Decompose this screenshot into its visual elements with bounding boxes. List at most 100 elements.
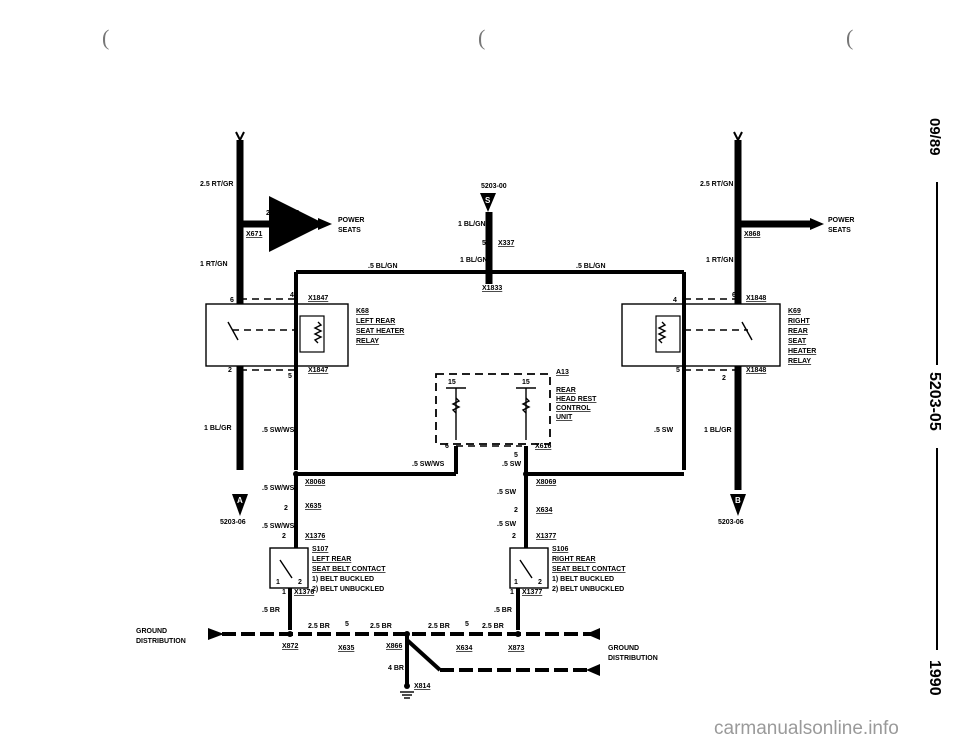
label-w-1rtgn-right: 1 RT/GN <box>706 257 734 264</box>
label-pin-1: 1 <box>276 579 280 586</box>
section-number: 5203-05 <box>926 372 943 431</box>
label-k69-1: K69 <box>788 308 801 315</box>
binding-mark-center: ( <box>478 25 485 50</box>
label-w-rtgn-left: 2.5 RT/GR <box>200 181 233 188</box>
label-w-25br-2: 2.5 BR <box>370 623 392 630</box>
label-x8069: X8069 <box>536 479 556 486</box>
label-pin-6: 6 <box>230 297 234 304</box>
label-s107-5: 2) BELT UNBUCKLED <box>312 586 384 593</box>
label-x634: X634 <box>536 507 552 514</box>
label-s106-1: S106 <box>552 546 568 553</box>
label-s107-2: LEFT REAR <box>312 556 351 563</box>
label-k69-3: REAR <box>788 328 808 335</box>
label-s107-4: 1) BELT BUCKLED <box>312 576 374 583</box>
label-pin-2: 2 <box>514 507 518 514</box>
label-s106-4: 1) BELT BUCKLED <box>552 576 614 583</box>
label-w-25br-1: 2.5 BR <box>308 623 330 630</box>
label-w-rtgn-left-b: 2.5 RT/GR <box>266 210 299 217</box>
label-k68-1: K68 <box>356 308 369 315</box>
label-k68-4: RELAY <box>356 338 379 345</box>
label-x1847-top: X1847 <box>308 295 328 302</box>
label-x872: X872 <box>282 643 298 650</box>
top-center-supply: 5203-00 S 1 BL/GN 5 X337 1 BL/GN .5 BL/G… <box>296 183 684 292</box>
label-x868: X868 <box>744 231 760 238</box>
label-w-5sw-right3: .5 SW <box>497 521 516 528</box>
label-w-5br-left: .5 BR <box>262 607 280 614</box>
right-lower-branch: .5 SW 1 BL/GR B 5203-06 X8069 .5 SW 2 X6… <box>497 427 746 548</box>
label-w-1blgn-mid: 1 BL/GN <box>460 257 488 264</box>
label-conn-s: S <box>485 196 491 205</box>
label-ground-left-2: DISTRIBUTION <box>136 638 186 645</box>
label-a13-2: REAR <box>556 387 576 394</box>
label-pin-5: 5 <box>345 621 349 628</box>
label-k68-2: LEFT REAR <box>356 318 395 325</box>
k69-relay: 4 6 X1848 K69 RIGHT REAR SEAT HEATER REL… <box>621 272 816 470</box>
label-ground-right-2: DISTRIBUTION <box>608 655 658 662</box>
label-pin-4: 4 <box>673 297 677 304</box>
label-x671: X671 <box>246 231 262 238</box>
label-x814: X814 <box>414 683 430 690</box>
s106-belt-contact: 1 2 S106 RIGHT REAR SEAT BELT CONTACT 1)… <box>494 546 626 630</box>
label-pin-4: 4 <box>290 292 294 299</box>
label-s107-3: SEAT BELT CONTACT <box>312 566 386 573</box>
label-s106-5: 2) BELT UNBUCKLED <box>552 586 624 593</box>
label-s106-2: RIGHT REAR <box>552 556 596 563</box>
label-w-5blgn-left: .5 BL/GN <box>368 263 398 270</box>
label-pin-5: 5 <box>482 240 486 247</box>
label-pin-2: 2 <box>282 533 286 540</box>
revision-date: 09/89 <box>926 118 943 156</box>
label-k69-4: SEAT <box>788 338 807 345</box>
label-pin-2: 2 <box>722 375 726 382</box>
label-pin-2: 2 <box>298 579 302 586</box>
label-w-1blgr-left: 1 BL/GR <box>204 425 232 432</box>
label-x635-g: X635 <box>338 645 354 652</box>
label-power-seats-left-1: POWER <box>338 217 364 224</box>
label-conn-a: A <box>237 496 243 505</box>
label-pin-1: 1 <box>514 579 518 586</box>
left-supply: 2.5 RT/GR 2.5 RT/GR POWER SEATS X671 1 R… <box>200 131 364 470</box>
label-k69-2: RIGHT <box>788 318 811 325</box>
label-x1377: X1377 <box>536 533 556 540</box>
label-x866: X866 <box>386 643 402 650</box>
label-power-seats-right-1: POWER <box>828 217 854 224</box>
label-x635: X635 <box>305 503 321 510</box>
label-pin-6: 6 <box>732 292 736 299</box>
label-k69-5: HEATER <box>788 348 816 355</box>
label-x1848-top: X1848 <box>746 295 766 302</box>
label-w-5swws-left2: .5 SW/WS <box>262 485 295 492</box>
label-power-seats-right-2: SEATS <box>828 227 851 234</box>
label-w-5sw-right: .5 SW <box>654 427 673 434</box>
label-s107-1: S107 <box>312 546 328 553</box>
label-ground-right-1: GROUND <box>608 645 639 652</box>
s107-belt-contact: 1 2 S107 LEFT REAR SEAT BELT CONTACT 1) … <box>262 546 386 630</box>
label-w-5swws-left: .5 SW/WS <box>262 427 295 434</box>
label-conn-b: B <box>735 496 741 505</box>
label-w-5blgn-right: .5 BL/GN <box>576 263 606 270</box>
label-w-5sw-a13: .5 SW <box>502 461 521 468</box>
label-ground-left-1: GROUND <box>136 628 167 635</box>
label-pin-5: 5 <box>514 452 518 459</box>
label-x1847-bot: X1847 <box>308 367 328 374</box>
label-x337: X337 <box>498 240 514 247</box>
label-pin-5: 5 <box>288 373 292 380</box>
a13-unit: 15 15 A13 REAR HEAD REST CONTROL UNIT 6 … <box>296 369 684 476</box>
label-x1376: X1376 <box>305 533 325 540</box>
label-w-1blgr-right: 1 BL/GR <box>704 427 732 434</box>
label-x8068: X8068 <box>305 479 325 486</box>
k68-relay: 6 4 X1847 K68 LEFT REAR SEAT HEATER RELA… <box>205 272 404 470</box>
label-w-5swws-a13: .5 SW/WS <box>412 461 445 468</box>
label-s106-3: SEAT BELT CONTACT <box>552 566 626 573</box>
label-pin-2: 2 <box>538 579 542 586</box>
ground-bus: GROUND DISTRIBUTION 2.5 BR 5 2.5 BR 2.5 … <box>136 621 658 699</box>
label-w-5sw-right2: .5 SW <box>497 489 516 496</box>
label-w-5swws-left3: .5 SW/WS <box>262 523 295 530</box>
label-a13-1: A13 <box>556 369 569 376</box>
binding-mark-right: ( <box>846 25 853 50</box>
label-x1848-bot: X1848 <box>746 367 766 374</box>
label-w-25br-3: 2.5 BR <box>428 623 450 630</box>
label-pin-6: 6 <box>445 443 449 450</box>
label-ref-a: 5203-06 <box>220 519 246 526</box>
label-power-seats-left-2: SEATS <box>338 227 361 234</box>
binding-mark-left: ( <box>102 25 109 50</box>
label-pin-2: 2 <box>512 533 516 540</box>
